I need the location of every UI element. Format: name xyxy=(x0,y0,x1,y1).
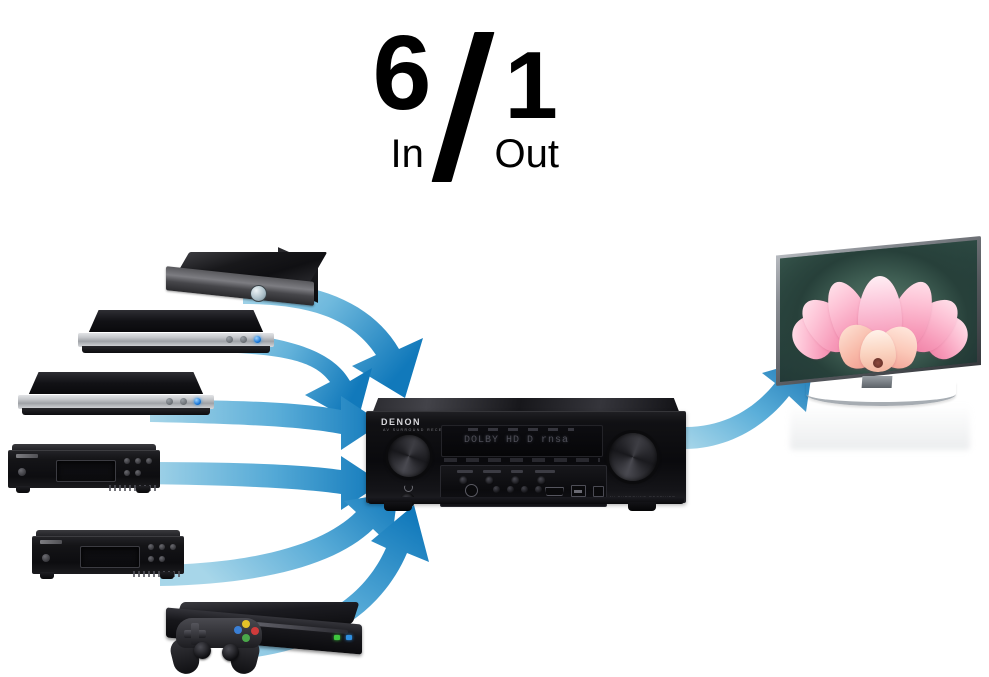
av-receiver-foot-left xyxy=(384,502,412,511)
television-reflection xyxy=(790,404,970,450)
usb-port-inner xyxy=(574,490,582,493)
sacd-player-button-4[interactable] xyxy=(148,556,154,562)
input-selector-knob[interactable] xyxy=(388,435,430,477)
blu-ray-player-play-button[interactable] xyxy=(240,336,247,343)
sacd-player-button-2[interactable] xyxy=(159,544,165,550)
headphone-jack[interactable] xyxy=(465,484,478,497)
mode-button-1[interactable] xyxy=(459,476,468,485)
blu-ray-player-base xyxy=(82,346,270,353)
sacd-player-foot-left xyxy=(40,572,54,579)
game-controller-button-blue[interactable] xyxy=(234,626,242,634)
source-device-cd-player[interactable] xyxy=(8,444,160,496)
headline-output-count: 1 xyxy=(504,32,558,139)
game-console-status-led-blue xyxy=(346,635,352,640)
television-screen xyxy=(780,240,977,382)
power-symbol-icon xyxy=(404,485,413,492)
front-panel-indicator-labels xyxy=(444,458,600,462)
blu-ray-player-power-led[interactable] xyxy=(254,336,261,343)
usb-port[interactable] xyxy=(571,485,586,497)
cd-player-button-3[interactable] xyxy=(146,458,152,464)
source-device-set-top-box[interactable] xyxy=(166,247,328,314)
sacd-player-button-5[interactable] xyxy=(159,556,165,562)
av-receiver-brand-logo: DENON xyxy=(381,417,422,427)
game-controller-button-green[interactable] xyxy=(242,634,250,642)
control-label-2 xyxy=(483,470,501,473)
sacd-player-button-1[interactable] xyxy=(148,544,154,550)
cd-player-button-2[interactable] xyxy=(135,458,141,464)
arrow-input-cd-player xyxy=(140,456,382,510)
mode-button-2[interactable] xyxy=(485,476,494,485)
av-receiver-display: DOLBY HD D rnsa xyxy=(441,425,603,457)
volume-knob[interactable] xyxy=(609,433,657,481)
arrow-input-sacd-player xyxy=(160,492,398,586)
sacd-player-power-button[interactable] xyxy=(42,554,50,562)
cd-player-button-5[interactable] xyxy=(135,470,141,476)
game-controller-analog-stick-right[interactable] xyxy=(222,644,239,661)
cd-player-button-1[interactable] xyxy=(124,458,130,464)
aux-input-port[interactable] xyxy=(593,486,604,497)
display-text: DOLBY HD D rnsa xyxy=(464,435,570,446)
control-label-3 xyxy=(511,470,523,473)
cd-player-power-button[interactable] xyxy=(18,468,26,476)
sacd-player-display xyxy=(133,571,183,577)
sacd-player-foot-right xyxy=(160,572,174,579)
blu-ray-player-front-panel xyxy=(78,332,274,347)
game-controller-dpad-icon-vertical[interactable] xyxy=(191,623,199,645)
headline-output-label: Out xyxy=(494,132,559,176)
menu-button-4[interactable] xyxy=(535,486,542,493)
control-label-4 xyxy=(535,470,555,473)
sacd-player-brand-logo xyxy=(40,540,62,544)
source-device-blu-ray-player[interactable] xyxy=(78,310,274,356)
headline-input-count: 6 xyxy=(372,14,432,132)
cd-player-display xyxy=(109,485,159,491)
hdmi-input-port[interactable] xyxy=(545,487,564,496)
av-receiver-bottom-lip xyxy=(368,497,684,504)
headline-slash-icon xyxy=(430,32,495,182)
dvd-player-power-led[interactable] xyxy=(194,398,201,405)
game-controller-button-yellow[interactable] xyxy=(242,620,250,628)
sacd-player-top-panel xyxy=(36,530,180,538)
display-indicator-row xyxy=(468,428,574,431)
cd-player-button-4[interactable] xyxy=(124,470,130,476)
set-top-box-power-button[interactable] xyxy=(250,285,267,302)
source-device-game-console[interactable] xyxy=(160,598,375,677)
sacd-player-disc-tray[interactable] xyxy=(80,546,183,577)
dvd-player-eject-button[interactable] xyxy=(166,398,173,405)
game-controller-button-red[interactable] xyxy=(251,627,259,635)
headline: 6 In 1 Out xyxy=(0,20,989,194)
game-controller-body xyxy=(176,618,262,648)
sacd-player-button-3[interactable] xyxy=(170,544,176,550)
source-device-sacd-player[interactable] xyxy=(32,530,184,582)
menu-button-2[interactable] xyxy=(507,486,514,493)
game-console-power-led-green xyxy=(334,635,340,640)
cd-player-foot-left xyxy=(16,486,30,493)
game-controller-analog-stick-left[interactable] xyxy=(194,642,211,659)
av-receiver-front-panel: DENON AV SURROUND RECEIVER DOLBY HD D rn… xyxy=(366,411,686,508)
av-receiver[interactable]: DENON AV SURROUND RECEIVER DOLBY HD D rn… xyxy=(366,398,686,516)
dvd-player-play-button[interactable] xyxy=(180,398,187,405)
dvd-player-top-panel xyxy=(28,372,204,396)
av-receiver-top-panel xyxy=(372,398,680,414)
dvd-player-front-panel xyxy=(18,394,214,409)
output-device-television[interactable] xyxy=(776,236,989,450)
headline-input-label: In xyxy=(390,132,424,176)
lotus-flower-core xyxy=(873,358,883,368)
menu-button-3[interactable] xyxy=(521,486,528,493)
menu-button-1[interactable] xyxy=(493,486,500,493)
cd-player-top-panel xyxy=(12,444,156,452)
av-receiver-brand-subtitle: AV SURROUND RECEIVER xyxy=(383,428,457,432)
cd-player-brand-logo xyxy=(16,454,38,458)
game-controller[interactable] xyxy=(168,616,268,677)
cd-player-foot-right xyxy=(136,486,150,493)
blu-ray-player-top-panel xyxy=(88,310,264,334)
mode-button-3[interactable] xyxy=(511,476,520,485)
control-label-1 xyxy=(457,470,473,473)
television-stand-base xyxy=(806,382,956,406)
blu-ray-player-eject-button[interactable] xyxy=(226,336,233,343)
av-receiver-foot-right xyxy=(628,502,656,511)
cd-player-disc-tray[interactable] xyxy=(56,460,159,491)
dvd-player-base xyxy=(22,408,210,415)
mode-button-4[interactable] xyxy=(537,476,546,485)
source-device-dvd-player[interactable] xyxy=(18,372,214,418)
